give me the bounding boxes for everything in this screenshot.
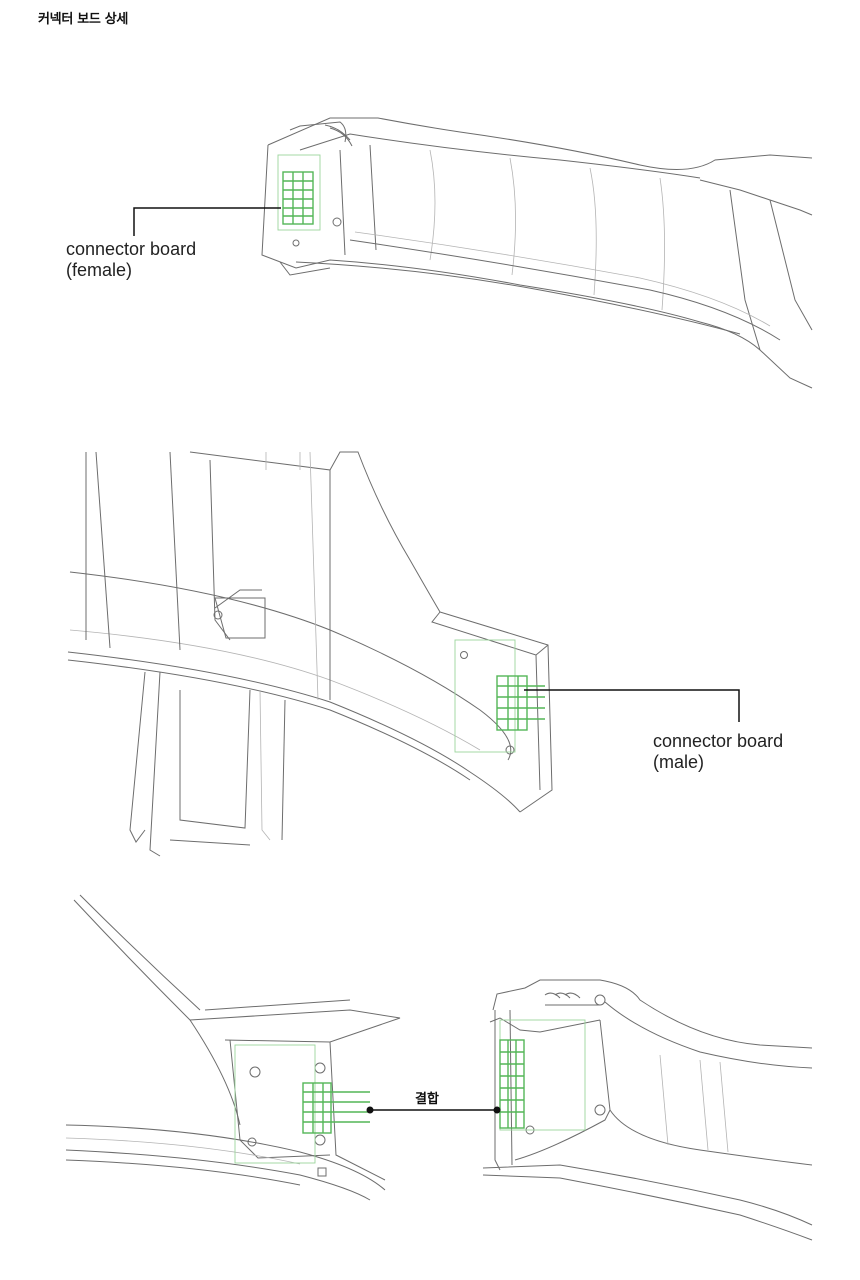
label-join: 결합 bbox=[415, 1092, 439, 1107]
joined-female-connector bbox=[499, 1019, 586, 1131]
male-connector-board bbox=[454, 639, 545, 753]
label-female-line2: (female) bbox=[66, 260, 133, 280]
view-joined-male-side bbox=[65, 894, 401, 1201]
label-male-connector: connector board (male) bbox=[653, 731, 783, 773]
view-joined-female-side bbox=[482, 979, 813, 1241]
label-female-connector: connector board (female) bbox=[66, 239, 196, 281]
callout-male bbox=[524, 689, 740, 722]
label-male-line2: (male) bbox=[653, 752, 705, 772]
view-female-housing bbox=[261, 117, 813, 389]
label-male-line1: connector board bbox=[653, 731, 784, 751]
callout-female bbox=[133, 207, 281, 236]
page-title: 커넥터 보드 상세 bbox=[38, 12, 129, 27]
joined-male-connector bbox=[234, 1044, 370, 1164]
female-connector-board bbox=[277, 154, 321, 231]
view-male-housing bbox=[67, 451, 553, 857]
label-female-line1: connector board bbox=[66, 239, 197, 259]
callout-join bbox=[366, 1106, 501, 1114]
